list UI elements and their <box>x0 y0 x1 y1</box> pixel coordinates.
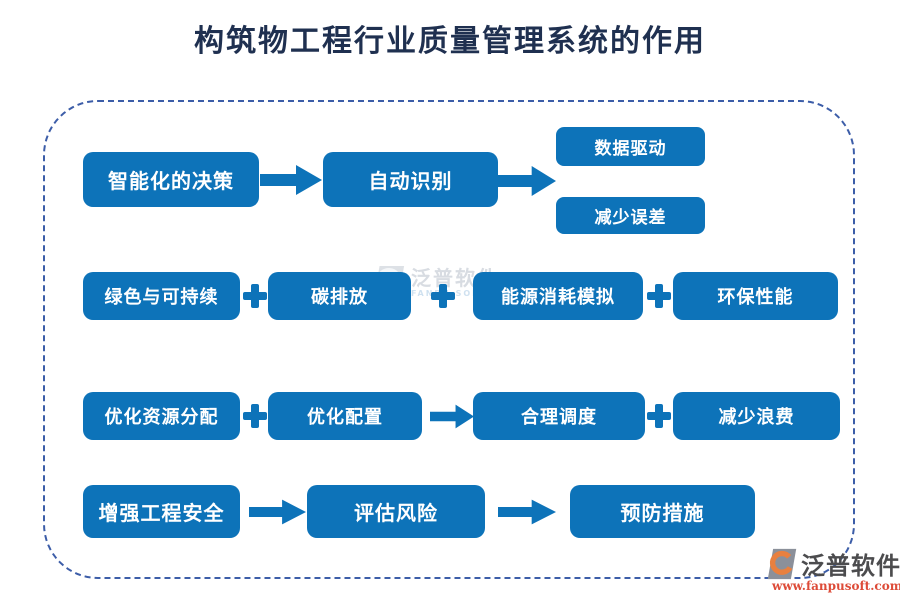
box-energy-simulation: 能源消耗模拟 <box>473 272 643 320</box>
brand-logo: 泛普软件 www.fanpusoft.com <box>766 546 900 593</box>
brand-url: www.fanpusoft.com <box>772 579 900 593</box>
box-optimize-resource: 优化资源分配 <box>83 392 240 440</box>
box-auto-recognition: 自动识别 <box>323 152 498 207</box>
box-environment-performance: 环保性能 <box>673 272 838 320</box>
box-data-driven: 数据驱动 <box>556 127 705 166</box>
page-title: 构筑物工程行业质量管理系统的作用 <box>194 24 706 59</box>
arrow-right-icon <box>260 165 322 195</box>
box-risk-assessment: 评估风险 <box>307 485 485 538</box>
plus-icon <box>243 404 267 428</box>
brand-logo-icon <box>767 548 797 579</box>
box-reduce-error: 减少误差 <box>556 197 705 234</box>
arrow-right-icon <box>430 404 474 429</box>
box-enhance-safety: 增强工程安全 <box>83 485 240 538</box>
arrow-right-icon <box>498 166 556 196</box>
plus-icon <box>647 284 671 308</box>
box-green-sustainable: 绿色与可持续 <box>83 272 240 320</box>
arrow-right-icon <box>249 499 306 525</box>
watermark-subtext: FANPU SOFTWARE <box>411 288 522 298</box>
box-preventive-measures: 预防措施 <box>570 485 755 538</box>
box-reasonable-scheduling: 合理调度 <box>473 392 645 440</box>
arrow-right-icon <box>498 499 556 525</box>
box-intelligent-decision: 智能化的决策 <box>83 152 259 207</box>
plus-icon <box>647 404 671 428</box>
box-carbon-emission: 碳排放 <box>268 272 411 320</box>
box-optimize-config: 优化配置 <box>268 392 422 440</box>
dashed-frame <box>43 100 855 579</box>
brand-name: 泛普软件 <box>801 551 900 580</box>
plus-icon <box>431 284 455 308</box>
box-reduce-waste: 减少浪费 <box>673 392 840 440</box>
plus-icon <box>243 284 267 308</box>
